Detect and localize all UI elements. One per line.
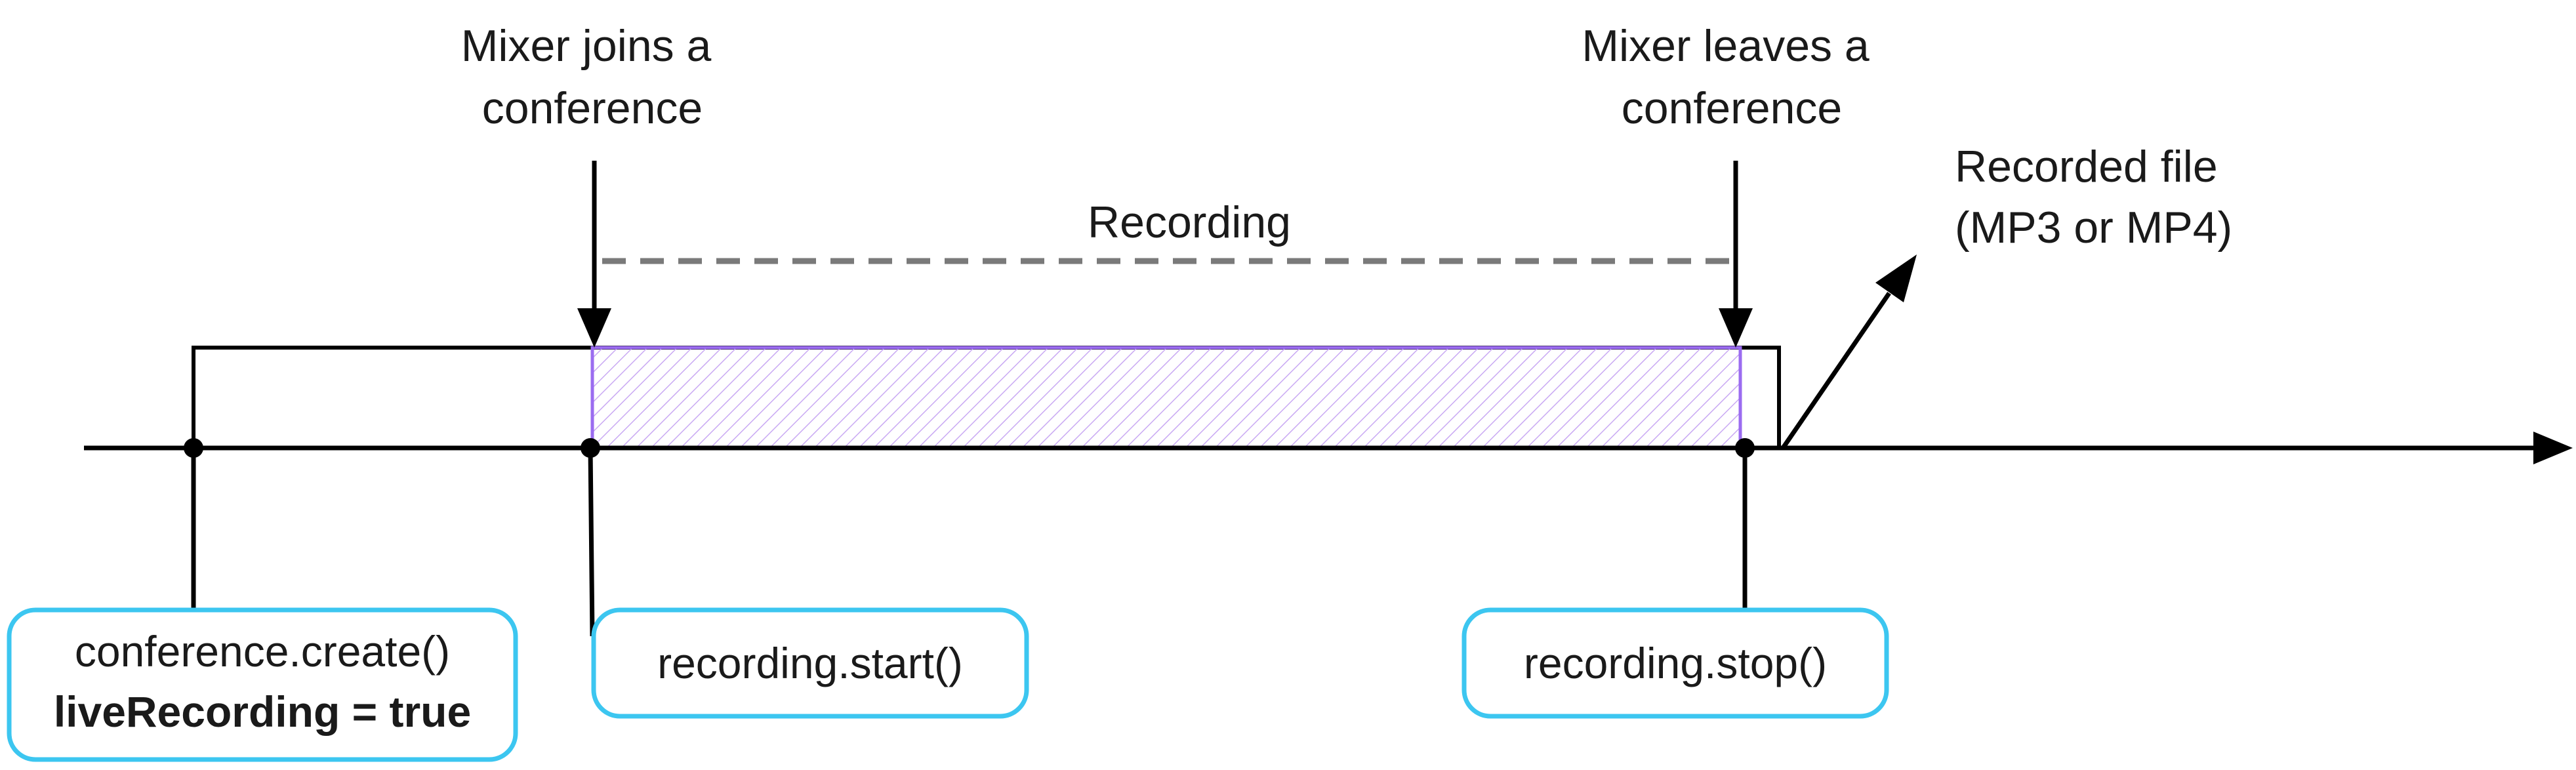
callout-start-box bbox=[591, 607, 1029, 719]
timeline-arrowhead bbox=[2533, 432, 2573, 464]
mixer-leave-arrowhead bbox=[1719, 308, 1753, 348]
callout-create-box bbox=[7, 607, 518, 762]
connector-start bbox=[588, 447, 595, 637]
recorded-file-arrow-shaft bbox=[1781, 292, 1891, 449]
callout-stop-box bbox=[1462, 607, 1889, 719]
callout-start-text: recording.start() bbox=[657, 639, 963, 687]
recording-label: Recording bbox=[1088, 197, 1291, 247]
mixer-leaves-label: Mixer leaves a conference bbox=[1582, 21, 1881, 133]
mixer-join-arrowhead bbox=[577, 308, 611, 348]
recorded-file-label: Recorded file (MP3 or MP4) bbox=[1955, 142, 2232, 253]
recorded-file-arrowhead bbox=[1875, 254, 1917, 302]
mixer-joins-label: Mixer joins a conference bbox=[461, 21, 724, 133]
recording-region bbox=[590, 346, 1742, 450]
callout-create-line2: liveRecording = true bbox=[54, 687, 471, 736]
callout-create-line1: conference.create() bbox=[75, 627, 450, 676]
callout-stop-text: recording.stop() bbox=[1524, 639, 1827, 687]
